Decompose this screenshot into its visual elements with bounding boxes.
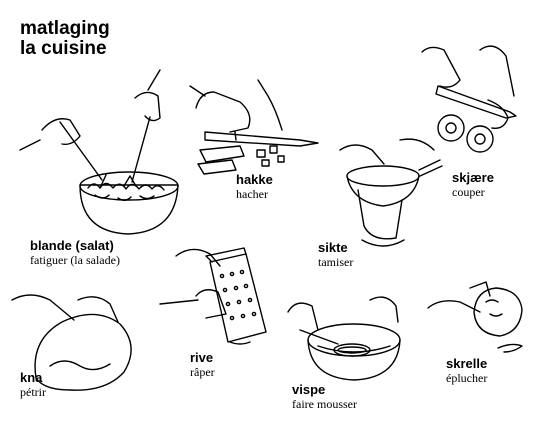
peeler-icon	[427, 281, 523, 353]
page-title-french: la cuisine	[20, 38, 107, 59]
label-slice-french: couper	[452, 185, 485, 199]
label-grate-french: râper	[190, 365, 215, 379]
label-whisk: vispe faire mousser	[292, 382, 357, 412]
label-knead: kna pétrir	[20, 370, 46, 400]
label-sift-french: tamiser	[318, 255, 354, 269]
label-whisk-french: faire mousser	[292, 397, 357, 411]
whisk-bowl-icon	[287, 296, 401, 381]
label-mix-french: fatiguer (la salade)	[30, 253, 120, 267]
label-grate: rive râper	[190, 350, 215, 380]
label-sift: sikte tamiser	[318, 240, 353, 270]
page-title-norwegian: matlaging	[20, 18, 110, 39]
grater-icon	[159, 247, 267, 345]
slicing-knife-icon	[421, 45, 517, 153]
label-mix: blande (salat) fatiguer (la salade)	[30, 238, 120, 268]
label-peel: skrelle éplucher	[446, 356, 487, 386]
label-peel-french: éplucher	[446, 371, 488, 385]
label-chop: hakke hacher	[236, 172, 273, 202]
label-sift-norwegian: sikte	[318, 240, 348, 255]
label-whisk-norwegian: vispe	[292, 382, 326, 397]
label-grate-norwegian: rive	[190, 350, 214, 365]
label-chop-french: hacher	[236, 187, 268, 201]
label-peel-norwegian: skrelle	[446, 356, 488, 371]
label-slice-norwegian: skjære	[452, 170, 494, 185]
label-mix-norwegian: blande (salat)	[30, 238, 114, 253]
sieve-icon	[339, 138, 443, 247]
label-knead-french: pétrir	[20, 385, 46, 399]
label-chop-norwegian: hakke	[236, 172, 273, 187]
salad-bowl-icon	[19, 69, 179, 235]
label-knead-norwegian: kna	[20, 370, 43, 385]
chopping-knife-icon	[189, 79, 319, 175]
label-slice: skjære couper	[452, 170, 494, 200]
